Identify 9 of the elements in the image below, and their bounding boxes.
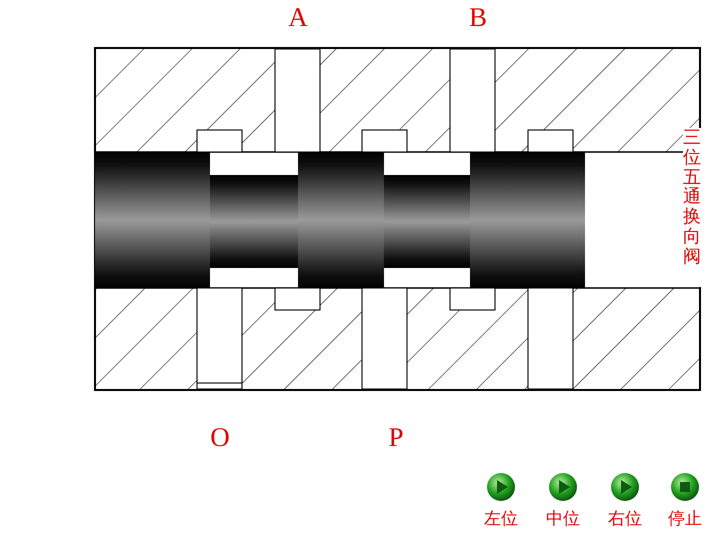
port-label: O: [210, 421, 230, 451]
play-button: 中位: [546, 472, 580, 532]
port-label: A: [288, 1, 308, 31]
valve-title: 三位五通换向阀: [683, 128, 701, 267]
port-label: B: [469, 1, 487, 31]
port-label: P: [388, 421, 404, 451]
stop-button: 停止: [668, 472, 702, 532]
play-button: 右位: [608, 472, 642, 532]
play-button: 左位: [484, 472, 518, 532]
